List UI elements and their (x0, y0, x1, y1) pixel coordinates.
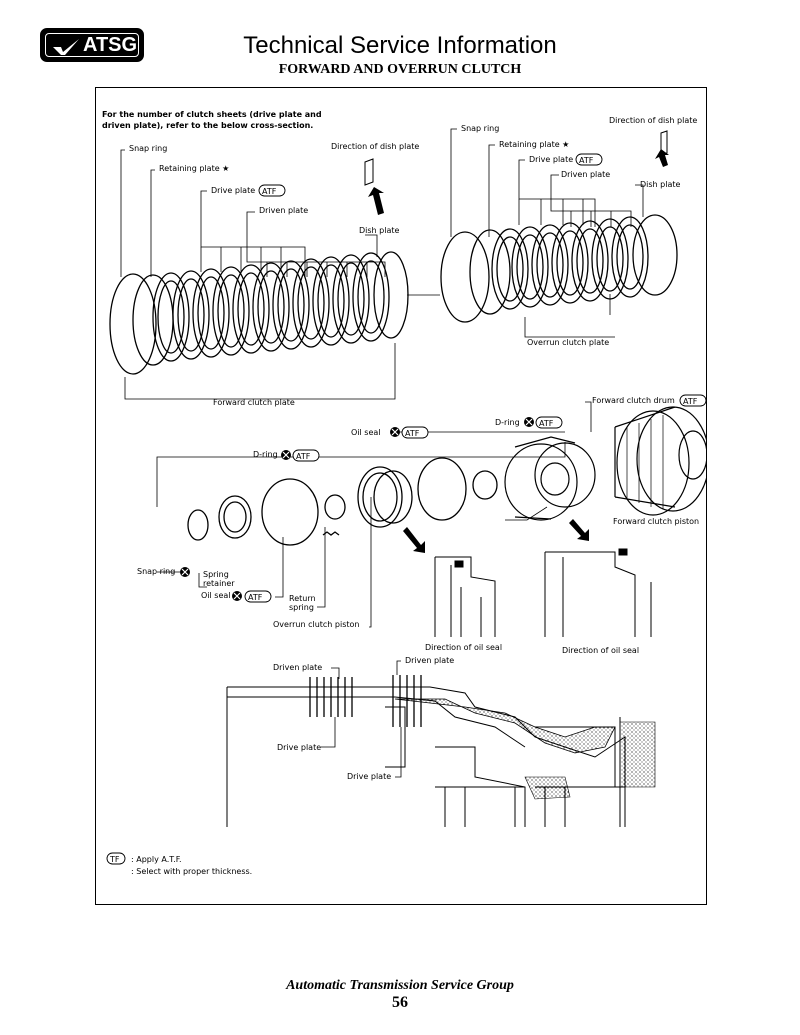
oil-seal-top-label: Oil seal (351, 428, 381, 437)
x-mark-icon (524, 417, 534, 427)
spring-retainer-label-2: retainer (203, 579, 235, 588)
fwd-direction-dish-label: Direction of dish plate (331, 142, 419, 151)
svg-text:ATF: ATF (262, 187, 277, 196)
overrun-piston-label: Overrun clutch piston (273, 620, 359, 629)
atf-tag: ATF (575, 153, 603, 166)
fwd-retaining-plate-label: Retaining plate ★ (159, 164, 229, 173)
svg-text:ATF: ATF (539, 419, 554, 428)
x-mark-icon (281, 450, 291, 460)
forward-clutch-drum (614, 406, 707, 516)
d-ring-left-label: D-ring (253, 450, 278, 459)
footer-org: Automatic Transmission Service Group (286, 978, 514, 993)
atf-tag: ATF (244, 590, 272, 603)
fwd-snap-ring-label: Snap ring (129, 144, 167, 153)
legend-select-text: : Select with proper thickness. (131, 867, 252, 876)
fwd-piston-label: Forward clutch piston (613, 517, 699, 526)
section-hatch (524, 776, 571, 800)
x-mark-icon (180, 567, 190, 577)
spring-retainer-label-1: Spring (203, 570, 229, 579)
cross-section (226, 686, 626, 827)
driven-plate-label-2: Driven plate (405, 656, 454, 665)
fwd-dish-plate-label: Dish plate (359, 226, 400, 235)
arrow-down-icon (403, 527, 425, 553)
overrun-clutch-pack (440, 214, 678, 323)
snap-ring-label: Snap ring (137, 567, 175, 576)
drive-plate-label-1: Drive plate (277, 743, 321, 752)
svg-text:ATF: ATF (405, 429, 420, 438)
svg-text:TF: TF (109, 855, 120, 864)
page-title: Technical Service Information (243, 32, 557, 59)
diagram-frame (95, 87, 707, 905)
page-number: 56 (392, 994, 408, 1011)
svg-text:ATF: ATF (683, 397, 698, 406)
page-subtitle: FORWARD AND OVERRUN CLUTCH (278, 62, 522, 77)
assembly-rings (187, 457, 498, 546)
drive-plate-label-2: Drive plate (347, 772, 391, 781)
return-spring-label-1: Return (289, 594, 316, 603)
atf-tag: ATF (292, 449, 320, 462)
x-mark-icon (232, 591, 242, 601)
driven-plate-label-1: Driven plate (273, 663, 322, 672)
direction-oil-seal-1: Direction of oil seal (425, 643, 502, 652)
atf-tag: ATF (258, 184, 286, 197)
ovr-direction-dish-label: Direction of dish plate (609, 116, 697, 125)
oil-seal-bottom-label: Oil seal (201, 591, 231, 600)
forward-clutch-piston (504, 436, 596, 521)
ovr-snap-ring-label: Snap ring (461, 124, 499, 133)
fwd-drive-plate-label: Drive plate (211, 186, 255, 195)
legend-apply-text: : Apply A.T.F. (131, 855, 182, 864)
dish-direction-arrow-icon (364, 158, 384, 215)
oil-seal-section-1 (434, 556, 496, 637)
logo-text: ATSG (83, 34, 138, 56)
section-plates (309, 675, 422, 727)
arrow-down-icon (569, 519, 589, 541)
clutch-diagram: For the number of clutch sheets (drive p… (102, 110, 707, 876)
atf-tag: ATF (535, 416, 563, 429)
ovr-dish-plate-label: Dish plate (640, 180, 681, 189)
svg-text:ATF: ATF (579, 156, 594, 165)
ovr-pack-label: Overrun clutch plate (527, 338, 609, 347)
ovr-drive-plate-label: Drive plate (529, 155, 573, 164)
dish-direction-arrow-icon (655, 130, 669, 167)
section-hatch (619, 721, 656, 788)
svg-text:ATF: ATF (296, 452, 311, 461)
fwd-driven-plate-label: Driven plate (259, 206, 308, 215)
atf-tag: ATF (401, 426, 429, 439)
x-mark-icon (390, 427, 400, 437)
svg-text:ATF: ATF (248, 593, 263, 602)
fwd-pack-label: Forward clutch plate (213, 398, 295, 407)
oil-seal-section-2 (544, 548, 652, 637)
atf-tag: ATF (679, 394, 707, 407)
apply-atf-icon: TF (106, 852, 126, 865)
clutch-note-line2: driven plate), refer to the below cross-… (102, 121, 313, 130)
fwd-drum-label: Forward clutch drum (592, 396, 675, 405)
ovr-retaining-plate-label: Retaining plate ★ (499, 140, 569, 149)
d-ring-top-label: D-ring (495, 418, 520, 427)
return-spring-label-2: spring (289, 603, 314, 612)
atsg-logo: ATSG (40, 28, 144, 62)
section-hatch (394, 698, 616, 754)
direction-oil-seal-2: Direction of oil seal (562, 646, 639, 655)
ovr-driven-plate-label: Driven plate (561, 170, 610, 179)
forward-clutch-pack (109, 251, 409, 375)
clutch-note-line1: For the number of clutch sheets (drive p… (102, 110, 322, 119)
checkmark-logo-icon (53, 39, 79, 55)
